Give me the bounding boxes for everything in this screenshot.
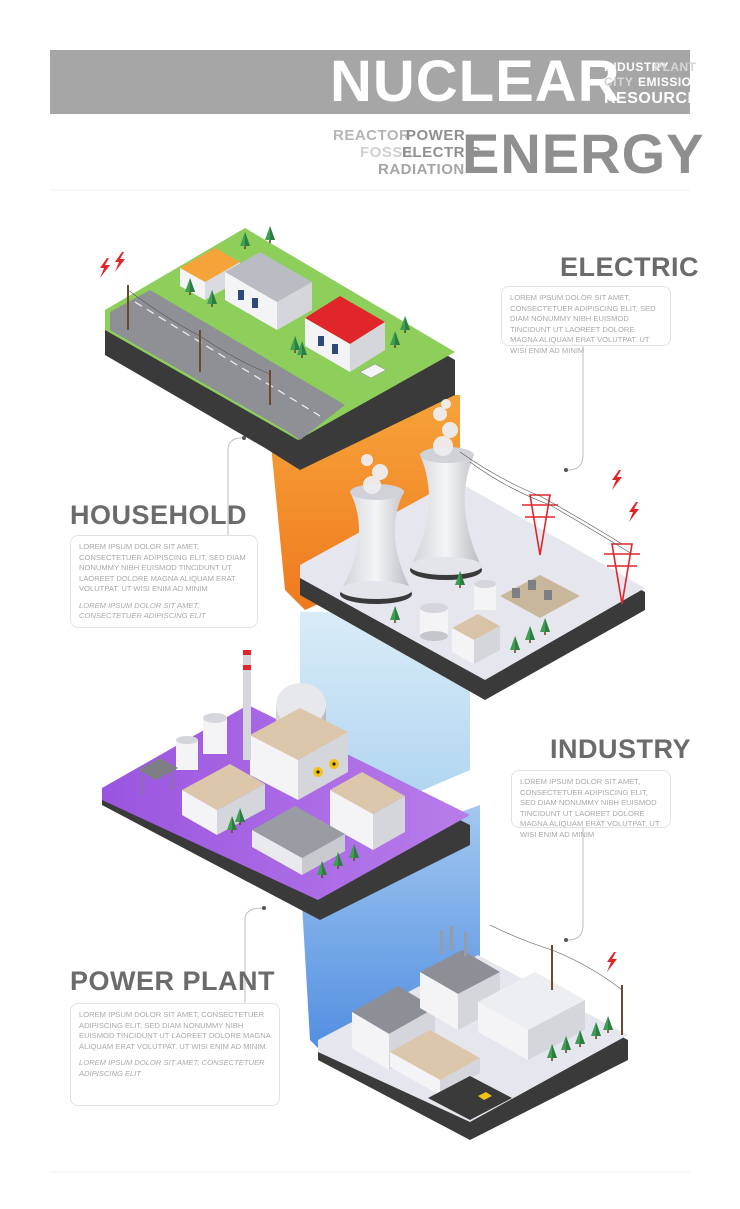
radiation-icon bbox=[313, 767, 323, 777]
side-building bbox=[330, 772, 405, 850]
steam-clouds bbox=[361, 399, 458, 494]
reactor-building bbox=[250, 708, 348, 800]
electric-platform bbox=[300, 399, 645, 700]
electric-textbox: LOREM IPSUM DOLOR SIT AMET, CONSECTETUER… bbox=[501, 286, 671, 355]
tag-radiation: RADIATION bbox=[378, 161, 465, 178]
tag-fossil: FOSSIL bbox=[360, 144, 418, 161]
car-icon bbox=[359, 363, 387, 379]
household-label: HOUSEHOLD bbox=[70, 500, 248, 530]
radiation-icon-2 bbox=[329, 759, 339, 769]
tag-emission: EMISSION bbox=[638, 75, 701, 89]
electric-label: ELECTRIC bbox=[560, 252, 699, 282]
household-textbox: LOREM IPSUM DOLOR SIT AMET, CONSECTETUER… bbox=[70, 535, 258, 628]
power-plant-label: POWER PLANT bbox=[70, 966, 275, 996]
tag-reactor: REACTOR bbox=[333, 127, 411, 144]
tag-plant: PLANT bbox=[654, 60, 697, 74]
header-bar bbox=[50, 50, 690, 114]
control-building bbox=[452, 614, 500, 664]
factory-center bbox=[420, 926, 500, 1030]
factory-right bbox=[478, 972, 585, 1060]
industry-platform bbox=[318, 924, 628, 1140]
warehouse bbox=[252, 806, 345, 875]
annex-building bbox=[182, 764, 265, 835]
industry-label: INDUSTRY bbox=[550, 734, 692, 764]
tag-industry: INDUSTRY bbox=[604, 60, 669, 74]
title-word-energy: ENERGY bbox=[462, 122, 705, 185]
lightning-icon-3 bbox=[607, 952, 617, 972]
household-text: LOREM IPSUM DOLOR SIT AMET, CONSECTETUER… bbox=[79, 542, 246, 593]
electric-text: LOREM IPSUM DOLOR SIT AMET, CONSECTETUER… bbox=[510, 293, 656, 355]
transformer-yard bbox=[500, 575, 580, 618]
industry-text: LOREM IPSUM DOLOR SIT AMET, CONSECTETUER… bbox=[520, 777, 660, 839]
industry-textbox: LOREM IPSUM DOLOR SIT AMET, CONSECTETUER… bbox=[511, 770, 671, 839]
tag-electric: ELECTRIC bbox=[402, 144, 481, 161]
tag-power: POWER bbox=[406, 127, 466, 144]
power-pylon-icon bbox=[522, 494, 558, 556]
office-building bbox=[390, 1030, 480, 1095]
power-plant-textbox: LOREM IPSUM DOLOR SIT AMET, CONSECTETUER… bbox=[70, 1003, 280, 1106]
power-plant-text: LOREM IPSUM DOLOR SIT AMET, CONSECTETUER… bbox=[79, 1010, 271, 1051]
leader-lines bbox=[227, 345, 584, 1005]
tag-resource: RESOURCE bbox=[604, 90, 699, 107]
power-plant-platform bbox=[102, 650, 470, 920]
storage-tank-reactor bbox=[176, 713, 227, 770]
power-plant-note: LOREM IPSUM DOLOR SIT AMET, CONSECTETUER… bbox=[79, 1058, 265, 1078]
tag-city: CITY bbox=[604, 75, 634, 89]
storage-tank-2 bbox=[474, 580, 496, 610]
cooling-tower-right bbox=[410, 447, 482, 580]
cooling-tower-left bbox=[340, 484, 412, 604]
house-grey bbox=[225, 252, 312, 330]
parking-lot bbox=[428, 1076, 512, 1120]
house-red bbox=[305, 296, 385, 372]
title-word-nuclear: NUCLEAR bbox=[330, 49, 621, 114]
shelter bbox=[138, 758, 178, 795]
storage-tank bbox=[420, 603, 448, 641]
household-note: LOREM IPSUM DOLOR SIT AMET, CONSECTETUER… bbox=[79, 600, 206, 621]
lightning-icon-2 bbox=[612, 470, 622, 490]
household-platform bbox=[105, 226, 455, 470]
lightning-icon bbox=[100, 258, 110, 278]
chimney bbox=[243, 650, 251, 760]
